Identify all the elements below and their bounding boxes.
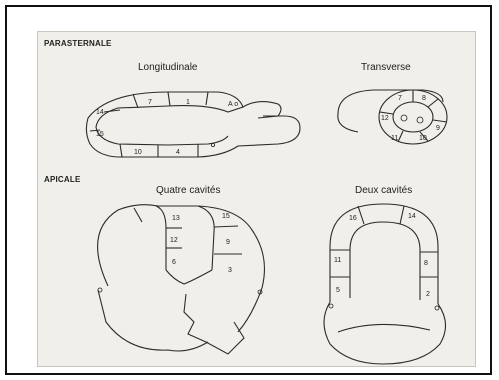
four-chamber-segment-9: 9 [226, 239, 230, 246]
longitudinal-segment-15: 15 [96, 131, 104, 138]
transverse-segment-7: 7 [398, 95, 402, 102]
segment-diagram: 14 7 1 15 10 4 A o [38, 32, 477, 368]
longitudinal-segment-10: 10 [134, 149, 142, 156]
longitudinal-view: 14 7 1 15 10 4 A o [86, 92, 300, 157]
longitudinal-segment-1: 1 [186, 99, 190, 106]
transverse-view: 7 8 12 9 11 10 [338, 90, 447, 144]
longitudinal-segment-14: 14 [96, 109, 104, 116]
two-chamber-segment-14: 14 [408, 213, 416, 220]
four-chamber-segment-12: 12 [170, 237, 178, 244]
two-chamber-segment-2: 2 [426, 291, 430, 298]
four-chamber-segment-6: 6 [172, 259, 176, 266]
longitudinal-segment-7: 7 [148, 99, 152, 106]
two-chamber-view: 16 14 11 8 5 2 [324, 204, 446, 364]
four-chamber-segment-15: 15 [222, 213, 230, 220]
four-chamber-segment-13: 13 [172, 215, 180, 222]
transverse-segment-10: 10 [419, 135, 427, 142]
longitudinal-segment-4: 4 [176, 149, 180, 156]
transverse-segment-12: 12 [381, 115, 389, 122]
aorta-label: A o [228, 101, 238, 108]
four-chamber-segment-3: 3 [228, 267, 232, 274]
two-chamber-segment-16: 16 [349, 215, 357, 222]
transverse-segment-9: 9 [436, 125, 440, 132]
figure-panel: PARASTERNALE APICALE Longitudinale Trans… [37, 31, 476, 367]
two-chamber-segment-5: 5 [336, 287, 340, 294]
transverse-segment-11: 11 [391, 135, 398, 142]
two-chamber-segment-11: 11 [334, 257, 341, 264]
transverse-segment-8: 8 [422, 95, 426, 102]
two-chamber-segment-8: 8 [424, 260, 428, 267]
four-chamber-view: 13 15 12 9 6 3 [98, 205, 265, 354]
figure-frame: PARASTERNALE APICALE Longitudinale Trans… [5, 5, 492, 375]
